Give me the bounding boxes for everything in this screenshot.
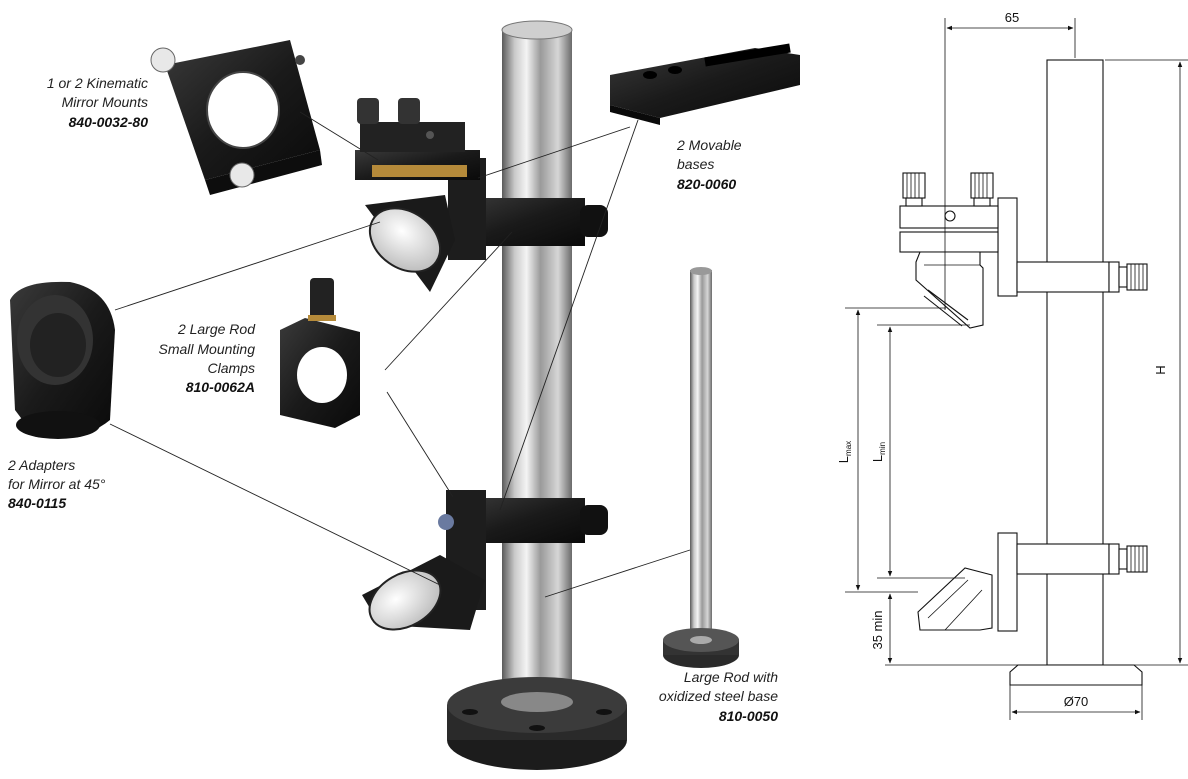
dim-35min: 35 min <box>870 610 885 649</box>
label-rod-code: 810-0050 <box>719 708 778 724</box>
upper-mirror <box>368 207 442 273</box>
label-movable-bases-line2: bases <box>677 156 714 172</box>
label-clamps-line2: Small Mounting <box>159 341 256 357</box>
label-movable-bases-code: 820-0060 <box>677 176 736 192</box>
dim-H: H <box>1153 365 1168 374</box>
main-rod <box>502 28 572 693</box>
label-mirror-mounts-code: 840-0032-80 <box>69 114 149 130</box>
label-clamps-line1: 2 Large Rod <box>177 321 256 337</box>
dim-65: 65 <box>1005 10 1019 25</box>
label-adapters: 2 Adapters for Mirror at 45° 840-0115 <box>7 457 106 511</box>
label-adapters-code: 840-0115 <box>8 495 66 511</box>
label-mirror-mounts-line2: Mirror Mounts <box>62 94 148 110</box>
lower-mirror <box>368 569 442 631</box>
label-movable-bases: 2 Movable bases 820-0060 <box>676 137 742 192</box>
drawing-base <box>1009 664 1143 686</box>
label-adapters-line2: for Mirror at 45° <box>8 476 106 492</box>
leader-lines <box>109 111 691 598</box>
kinematic-mirror-mount-photo <box>150 40 322 195</box>
label-clamps-line3: Clamps <box>208 360 255 376</box>
label-rod: Large Rod with oxidized steel base 810-0… <box>659 669 778 724</box>
dim-Lmin-sub: min <box>878 442 887 455</box>
label-mirror-mounts: 1 or 2 Kinematic Mirror Mounts 840-0032-… <box>47 75 148 130</box>
technical-drawing: 65 H Lmax Lmin 35 min Ø70 <box>836 10 1188 720</box>
dim-Lmin-letter: L <box>870 455 885 462</box>
drawing-upper-assembly <box>899 172 1148 329</box>
mounting-clamp-photo <box>280 278 360 428</box>
dim-diameter: Ø70 <box>1064 694 1089 709</box>
label-clamps: 2 Large Rod Small Mounting Clamps 810-00… <box>159 321 257 395</box>
label-movable-bases-line1: 2 Movable <box>676 137 742 153</box>
label-rod-line1: Large Rod with <box>684 669 778 685</box>
label-mirror-mounts-line1: 1 or 2 Kinematic <box>47 75 148 91</box>
dim-Lmin: Lmin <box>870 442 887 462</box>
mirror-adapter-photo <box>10 281 115 439</box>
movable-base-photo <box>610 43 800 125</box>
dim-Lmax-sub: max <box>844 441 853 456</box>
lower-clamp-assembly <box>362 490 608 631</box>
label-rod-line2: oxidized steel base <box>659 688 778 704</box>
upper-clamp-assembly <box>355 98 608 292</box>
dim-Lmax-letter: L <box>836 456 851 463</box>
label-clamps-code: 810-0062A <box>186 379 255 395</box>
large-rod-photo <box>663 267 739 668</box>
rod-base-flange <box>447 677 627 770</box>
assembly-photo: 1 or 2 Kinematic Mirror Mounts 840-0032-… <box>7 20 800 770</box>
drawing-lower-assembly <box>917 532 1148 632</box>
dim-Lmax: Lmax <box>836 441 853 463</box>
label-adapters-line1: 2 Adapters <box>7 457 75 473</box>
